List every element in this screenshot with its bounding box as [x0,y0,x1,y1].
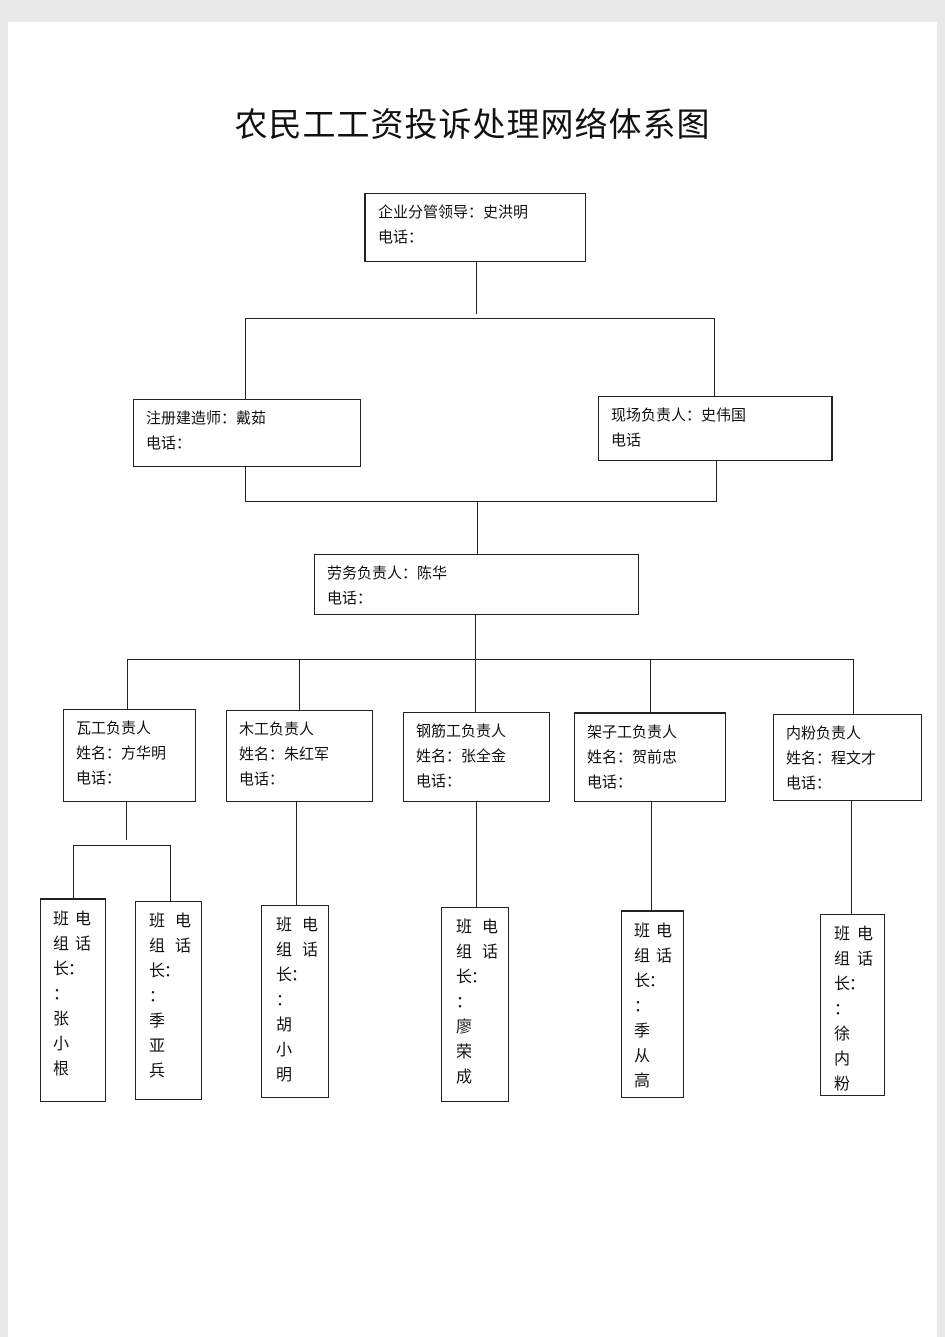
label-char: 组 [52,934,69,953]
label-char: 班 [52,909,69,928]
team-head-name: 姓名：张全金 [416,747,507,765]
label-char: ： [67,959,84,978]
group-leader-box-3: 班 电 组 话 长 ： ： 胡 小 明 [261,905,329,1098]
leader-name-char: 小 [275,1040,292,1059]
team-title: 木工负责人 [239,720,315,738]
team-title: 架子工负责人 [587,723,678,741]
label-char: 班 [455,917,472,936]
label-char: 班 [148,911,165,930]
leader-name-char: 明 [275,1065,292,1084]
leader-name-char: 根 [52,1059,69,1078]
label-char: ： [648,971,665,990]
site-manager-box: 现场负责人：史伟国 电话 [598,396,833,461]
leader-name-char: 亚 [148,1036,165,1055]
label-char: ： [633,996,650,1015]
label-char: ： [163,961,180,980]
group-leader-box-6: 班 电 组 话 长 ： ： 徐 内 粉 [820,914,885,1096]
team-head-name: 姓名：程文才 [786,749,877,767]
label-char: 话 [174,936,191,955]
leader-name-char: 粉 [833,1074,850,1093]
leader-name-char: 兵 [148,1061,165,1080]
label-char: 长 [833,974,850,993]
registered-engineer-name: 注册建造师：戴茹 [146,409,267,427]
label-char: 话 [856,949,873,968]
label-char: 电 [74,909,91,928]
label-char: 组 [455,942,472,961]
team-head-name: 姓名：方华明 [76,744,167,762]
leader-name-char: 高 [633,1071,650,1090]
label-char: 长 [633,971,650,990]
registered-engineer-box: 注册建造师：戴茹 电话： [133,399,361,467]
label-char: 电 [856,924,873,943]
enterprise-leader-box: 企业分管领导：史洪明 电话： [364,193,586,262]
team-phone: 电话： [786,774,832,792]
label-char: 长 [148,961,165,980]
label-char: 电 [174,911,191,930]
label-char: 电 [301,915,318,934]
group-leader-box-2: 班 电 组 话 长 ： ： 季 亚 兵 [135,901,202,1100]
team-head-name: 姓名：贺前忠 [587,748,678,766]
label-char: 话 [74,934,91,953]
leader-name-char: 徐 [833,1024,850,1043]
site-manager-phone: 电话 [611,431,642,449]
labor-manager-box: 劳务负责人：陈华 电话： [314,554,639,615]
label-char: ： [290,965,307,984]
label-char: 班 [833,924,850,943]
enterprise-leader-name: 企业分管领导：史洪明 [378,203,529,221]
team-phone: 电话： [587,773,633,791]
group-leader-box-1: 班 电 组 话 长 ： ： 张 小 根 [40,898,106,1102]
label-char: ： [833,999,850,1018]
leader-name-char: 内 [833,1049,850,1068]
label-char: 组 [148,936,165,955]
team-phone: 电话： [76,769,122,787]
leader-name-char: 成 [455,1067,472,1086]
team-box-scaffolding: 架子工负责人 姓名：贺前忠 电话： [574,712,726,802]
team-head-name: 姓名：朱红军 [239,745,330,763]
label-char: ： [455,992,472,1011]
group-leader-box-5: 班 电 组 话 长 ： ： 季 从 高 [621,910,684,1098]
label-char: 班 [275,915,292,934]
enterprise-leader-phone: 电话： [378,228,424,246]
label-char: 班 [633,921,650,940]
team-title: 瓦工负责人 [76,719,152,737]
label-char: 话 [301,940,318,959]
leader-name-char: 季 [633,1021,650,1040]
label-char: 话 [655,946,672,965]
page-title: 农民工工资投诉处理网络体系图 [234,105,711,144]
group-leader-box-4: 班 电 组 话 长 ： ： 廖 荣 成 [441,907,509,1102]
team-title: 钢筋工负责人 [416,722,507,740]
label-char: 话 [481,942,498,961]
team-box-carpentry: 木工负责人 姓名：朱红军 电话： [226,710,373,802]
label-char: 组 [633,946,650,965]
labor-manager-phone: 电话： [327,589,373,607]
label-char: 长 [275,965,292,984]
label-char: 长 [455,967,472,986]
leader-name-char: 季 [148,1011,165,1030]
label-char: ： [275,990,292,1009]
label-char: ： [52,984,69,1003]
label-char: ： [848,974,865,993]
team-box-masonry: 瓦工负责人 姓名：方华明 电话： [63,709,196,802]
team-title: 内粉负责人 [786,724,862,742]
label-char: 组 [275,940,292,959]
label-char: ： [470,967,487,986]
leader-name-char: 小 [52,1034,69,1053]
label-char: 长 [52,959,69,978]
team-phone: 电话： [416,772,462,790]
site-manager-name: 现场负责人：史伟国 [611,406,747,424]
labor-manager-name: 劳务负责人：陈华 [327,564,448,582]
leader-name-char: 张 [52,1009,69,1028]
leader-name-char: 荣 [455,1042,472,1061]
leader-name-char: 从 [633,1046,650,1065]
leader-name-char: 胡 [275,1015,292,1034]
team-box-rebar: 钢筋工负责人 姓名：张全金 电话： [403,712,550,802]
team-box-plastering: 内粉负责人 姓名：程文才 电话： [773,714,922,801]
label-char: 电 [655,921,672,940]
team-phone: 电话： [239,770,285,788]
label-char: ： [148,986,165,1005]
leader-name-char: 廖 [455,1017,472,1036]
label-char: 组 [833,949,850,968]
label-char: 电 [481,917,498,936]
registered-engineer-phone: 电话： [146,434,192,452]
